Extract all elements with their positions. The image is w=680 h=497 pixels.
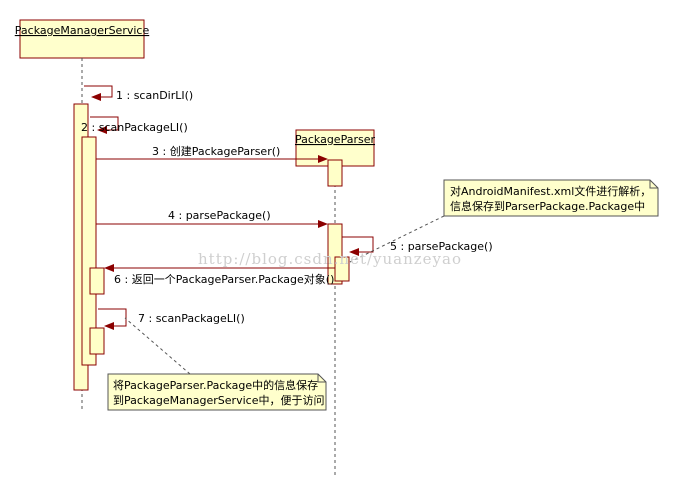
message-label-6: 6 : 返回一个PackageParser.Package对象() (114, 272, 334, 286)
note-parser-line-2: 信息保存到ParserPackage.Package中 (450, 199, 645, 213)
message-label-2: 2 : scanPackageLI() (81, 121, 188, 134)
activation-pms-return (89, 267, 105, 295)
participant-label-pms: PackageManagerService (15, 24, 150, 37)
message-label-5: 5 : parsePackage() (390, 240, 493, 253)
activation-pms-scan (81, 136, 97, 366)
note-parser-line-1: 对AndroidManifest.xml文件进行解析， (450, 184, 651, 198)
note-pms (107, 373, 327, 411)
note-parser-fold (649, 180, 658, 189)
message-arrow-7 (98, 308, 127, 330)
note-pms-line-2: 到PackageManagerService中，便于访问 (113, 394, 324, 407)
message-label-1: 1 : scanDirLI() (116, 89, 193, 102)
activation-parser-self (334, 256, 350, 282)
message-label-4: 4 : parsePackage() (168, 209, 271, 222)
watermark: http://blog.csdn.net/yuanzeyao (198, 250, 462, 268)
note-parser (443, 179, 659, 217)
participant-box-pms (19, 19, 145, 59)
participant-label-parser: PackageParser (295, 133, 375, 146)
message-arrow-5 (342, 236, 374, 256)
note-pms-line-1: 将PackageParser.Package中的信息保存 (113, 378, 318, 392)
activation-parser-create (327, 159, 343, 187)
message-label-7: 7 : scanPackageLI() (138, 312, 245, 325)
note-pms-connector (124, 317, 191, 375)
message-arrow-2 (90, 116, 119, 134)
message-label-3: 3 : 创建PackageParser() (152, 144, 280, 158)
note-pms-fold (317, 374, 326, 383)
message-arrow-1 (84, 85, 113, 101)
activation-pms-scan2 (89, 327, 105, 355)
